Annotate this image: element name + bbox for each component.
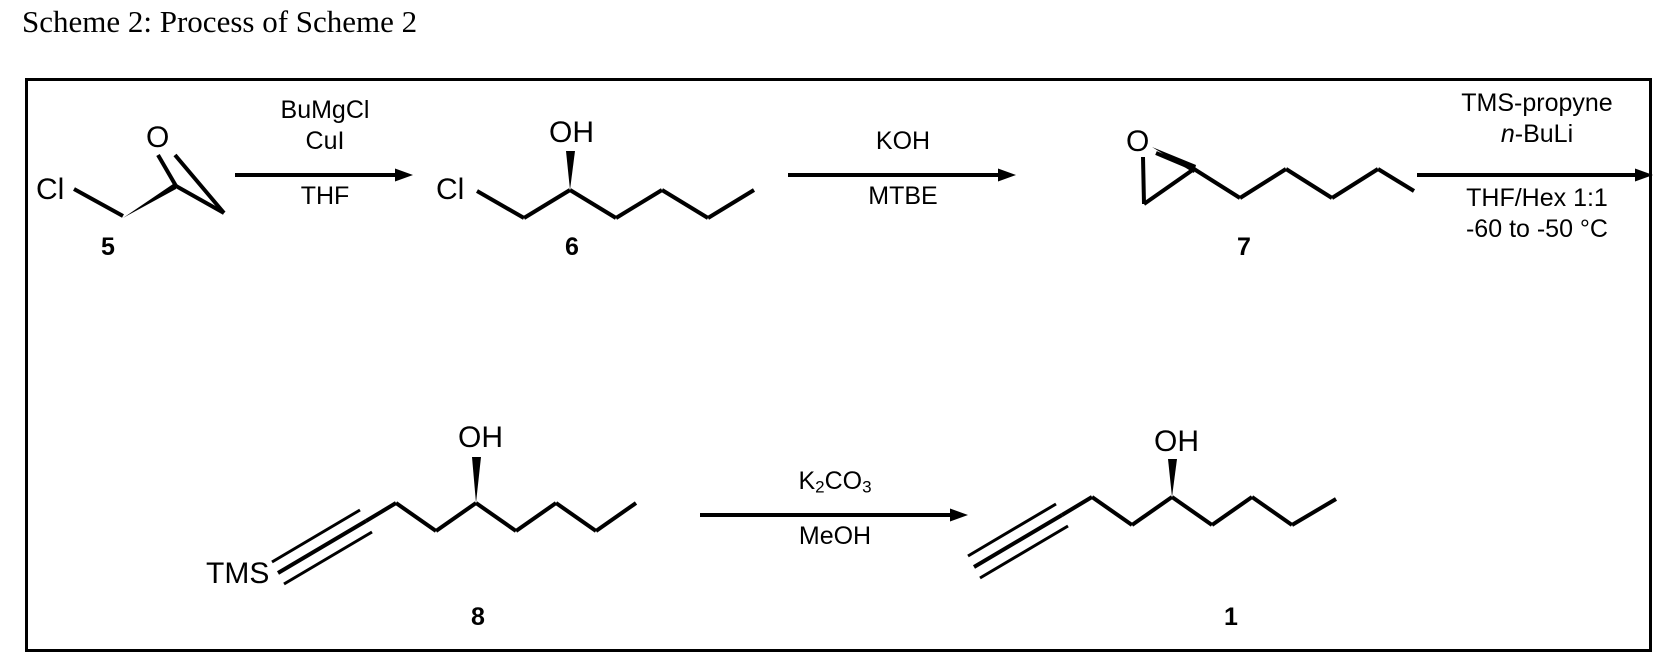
arrow-3-temperature: -60 to -50 °C — [1465, 215, 1608, 243]
compound-8-label: 8 — [471, 603, 485, 631]
compound-5-label: 5 — [101, 233, 115, 261]
compound-1-label: 1 — [1224, 603, 1238, 631]
arrow-1-solvent: THF — [300, 182, 350, 210]
arrow-3-reagent-line-1: TMS-propyne — [1461, 89, 1613, 117]
arrow-3 — [1417, 165, 1655, 185]
arrow-4-reagents: K2CO3 — [700, 466, 970, 503]
arrow-4-solvent: MeOH — [798, 522, 872, 550]
arrow-3-solvent: THF/Hex 1:1 — [1466, 184, 1608, 212]
arrow-2-reagents: KOH — [875, 127, 931, 155]
arrow-1-reagents: BuMgCl CuI — [230, 95, 420, 157]
arrow-4-reagent-sub-1: 2 — [815, 477, 825, 497]
arrow-3-reagents: TMS-propyne n-BuLi — [1418, 88, 1656, 150]
arrow-2-solvent: MTBE — [868, 182, 938, 210]
atom-label-oh: OH — [1154, 425, 1199, 458]
atom-label-cl: Cl — [36, 173, 64, 206]
compound-1-structure: OH — [966, 425, 1356, 580]
compound-7-label: 7 — [1237, 233, 1251, 261]
compound-6-label: 6 — [565, 233, 579, 261]
arrow-4-reagent-base: K — [798, 467, 816, 495]
arrow-4-reagent-mid: CO — [824, 467, 863, 495]
atom-label-oh: OH — [549, 116, 594, 149]
atom-label-tms: TMS — [206, 557, 269, 590]
compound-7-structure: O — [1118, 101, 1418, 241]
atom-label-o: O — [146, 121, 169, 154]
atom-label-cl: Cl — [436, 173, 464, 206]
arrow-1-reagent-line-2: CuI — [305, 127, 345, 155]
arrow-3-reagent-line-2: n-BuLi — [1500, 120, 1574, 148]
scheme-frame: Cl O 5 BuMgCl CuI THF Cl OH — [25, 78, 1655, 652]
compound-8-structure: TMS OH — [196, 421, 656, 590]
arrow-4 — [700, 505, 970, 525]
arrow-1-reagent-line-1: BuMgCl — [280, 96, 370, 124]
arrow-4-reagent-sub-2: 3 — [862, 477, 872, 497]
page-title: Scheme 2: Process of Scheme 2 — [22, 4, 418, 39]
arrow-3-conditions: THF/Hex 1:1 -60 to -50 °C — [1418, 183, 1656, 245]
atom-label-oh: OH — [458, 421, 503, 454]
arrow-1 — [235, 165, 415, 185]
compound-6-structure: Cl OH — [420, 101, 760, 241]
compound-5-structure: Cl O — [28, 101, 258, 241]
arrow-2 — [788, 165, 1018, 185]
arrow-3-italic-prefix: n — [1500, 120, 1515, 148]
atom-label-o: O — [1126, 125, 1149, 158]
